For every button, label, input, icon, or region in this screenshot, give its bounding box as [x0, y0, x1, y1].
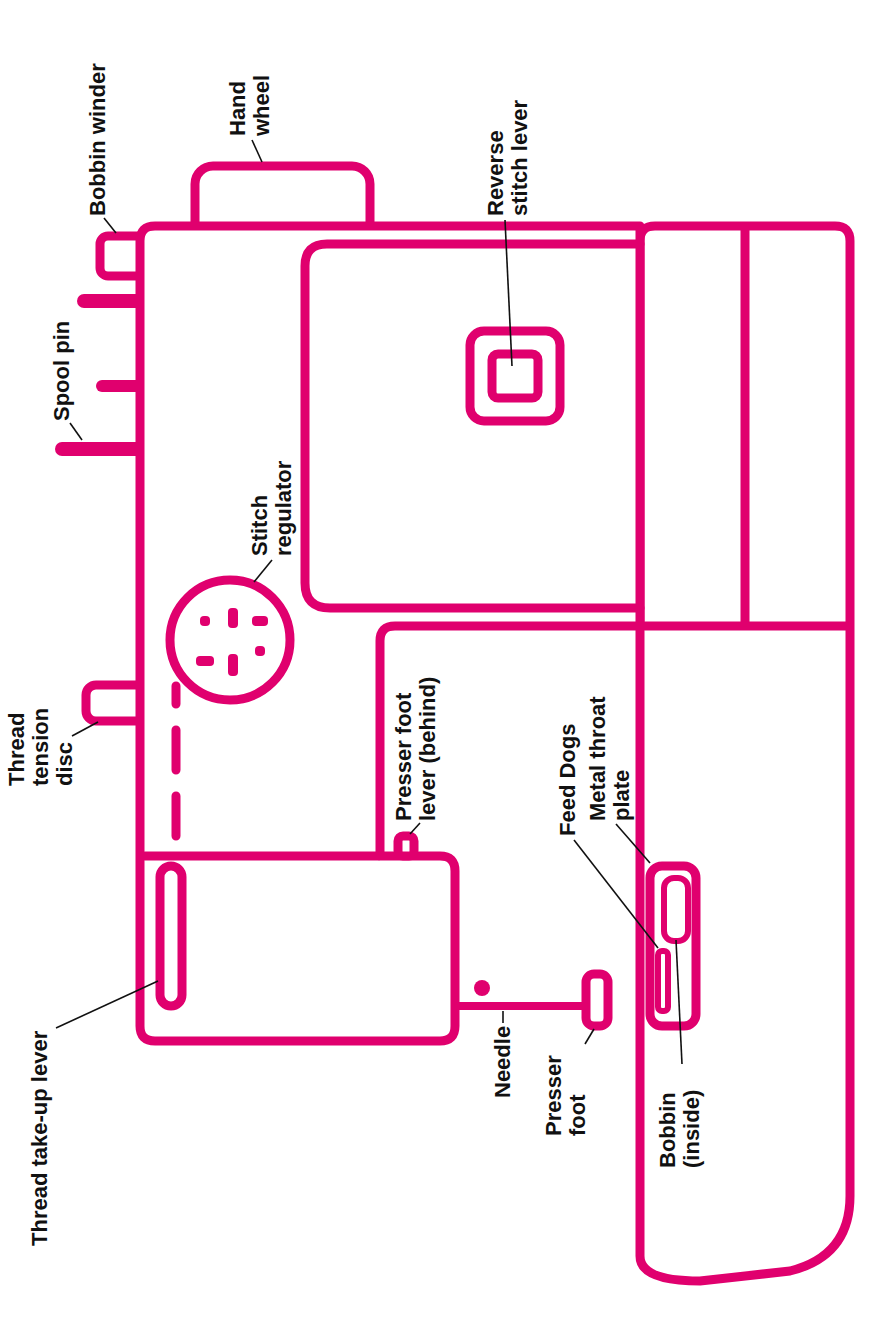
part-label: Reverse stitch lever	[484, 81, 532, 216]
neck-outline	[305, 244, 640, 608]
spool-pin	[62, 442, 140, 456]
dial-mark	[200, 616, 210, 626]
stitch-regulator	[170, 580, 290, 700]
dial-mark	[252, 616, 268, 626]
part-label: Feed Dogs	[556, 724, 580, 836]
leader-line	[616, 824, 650, 863]
dial-mark	[228, 608, 238, 628]
part-label: Thread tension disc	[5, 691, 78, 786]
reverse-lever-housing	[470, 331, 560, 421]
leader-line	[254, 560, 272, 582]
take-up-lever-slot	[160, 866, 182, 1006]
part-label: Presser foot	[542, 1041, 590, 1136]
head-seam	[145, 852, 378, 861]
spool-pin	[84, 294, 140, 308]
bobbin-cover	[664, 878, 688, 941]
dial-mark	[255, 646, 265, 656]
part-label: Needle	[491, 1026, 515, 1098]
presser-foot-lever	[398, 836, 414, 856]
part-label: Spool pin	[50, 321, 74, 421]
dial-mark	[228, 654, 238, 676]
leader-line	[104, 218, 116, 233]
leader-line	[410, 823, 420, 834]
part-label: Bobbin (inside)	[656, 1068, 704, 1168]
leader-line	[70, 423, 82, 440]
needle-clamp	[474, 980, 490, 996]
presser-foot	[586, 974, 608, 1026]
spool-pin-nub	[102, 380, 140, 392]
leader-line	[676, 940, 682, 1064]
machine-base	[640, 226, 850, 1281]
reverse-lever	[492, 354, 538, 398]
leader-line	[585, 1029, 594, 1044]
leader-line	[574, 840, 658, 948]
part-label: Stitch regulator	[248, 441, 296, 556]
base-seam	[741, 230, 750, 622]
part-label: Presser foot lever (behind)	[392, 656, 440, 821]
needle	[458, 1002, 584, 1010]
leader-line	[505, 220, 512, 366]
leader-line	[252, 140, 262, 162]
feed-dogs	[658, 951, 668, 1011]
dial-mark	[196, 656, 214, 666]
part-label: Metal throat plate	[586, 671, 634, 821]
machine-body	[140, 226, 640, 1041]
leader-line	[502, 1011, 504, 1023]
part-label: Hand wheel	[226, 56, 274, 136]
dashed-seam	[172, 686, 181, 836]
leader-line	[56, 981, 158, 1028]
part-label: Thread take-up lever	[28, 1031, 52, 1246]
leader-line	[72, 722, 98, 736]
part-label: Bobbin winder	[86, 63, 110, 216]
